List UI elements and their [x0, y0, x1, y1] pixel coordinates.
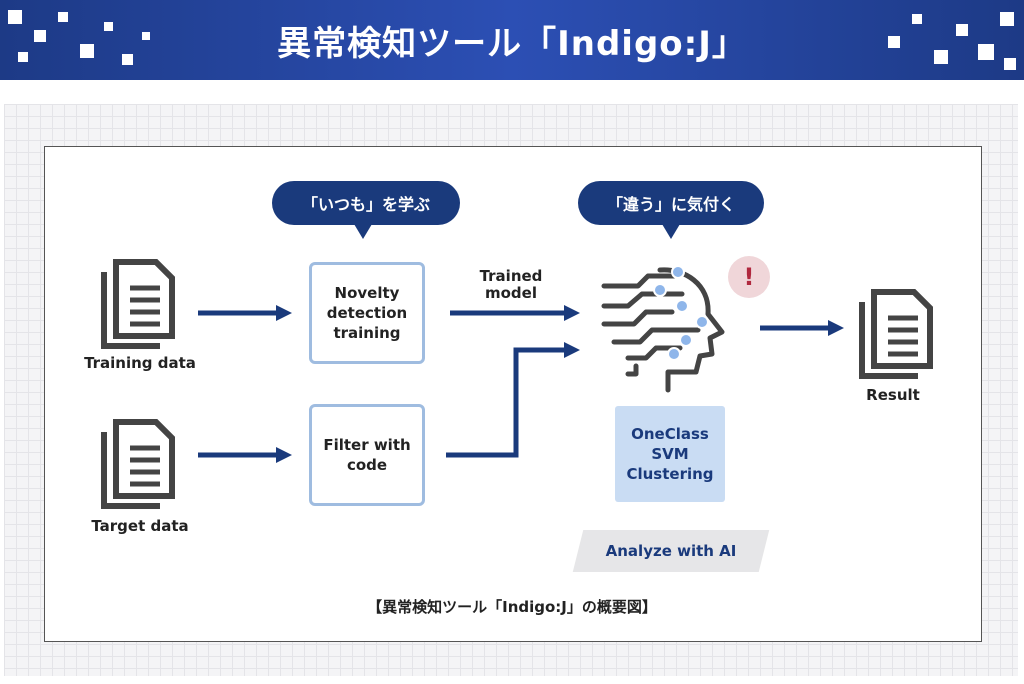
result-label: Result: [866, 386, 920, 404]
arrowhead: [276, 447, 292, 463]
target-data-label: Target data: [91, 517, 189, 535]
banner-decoration: [18, 52, 28, 62]
banner-decoration: [1000, 12, 1014, 26]
filter-line: code: [346, 456, 388, 474]
arrowhead: [828, 320, 844, 336]
banner-decoration: [978, 44, 994, 60]
notice-difference-bubble: 「違う」に気付く: [578, 181, 764, 239]
anomaly-warning-icon: !: [728, 256, 770, 298]
banner-decoration: [80, 44, 94, 58]
novelty-line: training: [333, 324, 401, 342]
result-document-icon: [859, 289, 933, 379]
arrowhead: [564, 305, 580, 321]
banner-decoration: [888, 36, 900, 48]
learn-normal-bubble: 「いつも」を学ぶ: [272, 181, 460, 239]
diagram-panel: [44, 146, 982, 642]
bubble-tail: [354, 224, 372, 239]
methods-box: OneClass SVM Clustering: [615, 406, 725, 502]
ai-head-icon: [601, 265, 725, 393]
banner-decoration: [58, 12, 68, 22]
method-item: Clustering: [626, 465, 714, 483]
bubble-tail: [662, 224, 680, 239]
title-banner: 異常検知ツール「Indigo:J」: [0, 0, 1024, 80]
notice-difference-text: 「違う」に気付く: [606, 195, 735, 214]
banner-decoration: [912, 14, 922, 24]
training-data-document-icon: [101, 259, 175, 349]
banner-decoration: [142, 32, 150, 40]
banner-decoration: [956, 24, 968, 36]
target-data-document-icon: [101, 419, 175, 509]
banner-decoration: [934, 50, 948, 64]
method-item: OneClass: [631, 425, 709, 443]
diagram-caption: 【異常検知ツール「Indigo:J」の概要図】: [367, 598, 657, 616]
banner-decoration: [104, 22, 113, 31]
filter-with-code-box: Filter with code: [309, 404, 425, 506]
analyze-with-ai-label: Analyze with AI: [605, 542, 737, 560]
trained-model-line: Trained: [479, 267, 543, 285]
banner-decoration: [1004, 58, 1016, 70]
novelty-line: detection: [326, 304, 408, 322]
trained-model-line: model: [485, 284, 537, 302]
training-data-label: Training data: [84, 354, 196, 372]
banner-decoration: [34, 30, 46, 42]
arrowhead: [276, 305, 292, 321]
filter-line: Filter with: [323, 436, 411, 454]
method-item: SVM: [651, 445, 689, 463]
trained-model-label: Trained model: [468, 268, 554, 302]
novelty-detection-box: Novelty detection training: [309, 262, 425, 364]
arrow-filter-to-ai: [446, 347, 566, 458]
arrowhead: [564, 342, 580, 358]
banner-decoration: [8, 10, 22, 24]
banner-decoration: [122, 54, 133, 65]
novelty-line: Novelty: [334, 284, 400, 302]
page-title: 異常検知ツール「Indigo:J」: [277, 23, 747, 64]
learn-normal-text: 「いつも」を学ぶ: [301, 195, 430, 214]
